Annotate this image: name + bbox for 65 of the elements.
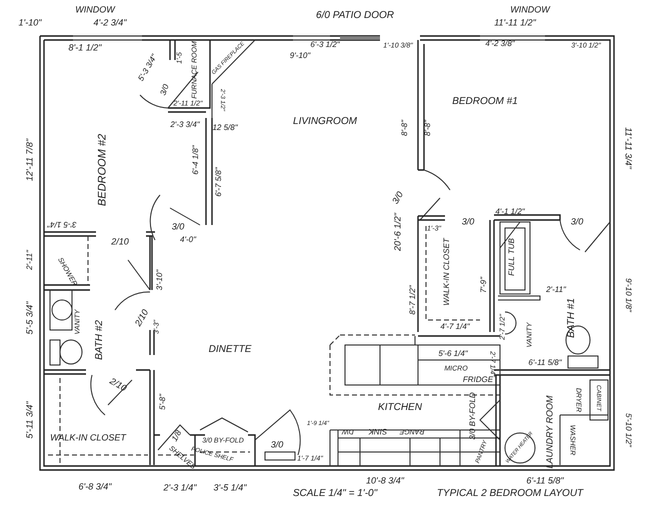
- door-label: 2/10: [108, 376, 128, 394]
- dimension-label: 4'-2 3/4": [94, 18, 126, 28]
- room-label: BEDROOM #1: [452, 97, 518, 107]
- dimension-label: 5'-5 3/4": [26, 302, 34, 334]
- dimension-label: 2'-11": [546, 286, 566, 294]
- dimension-label: 5'-10 1/2": [624, 413, 632, 447]
- door-label: 3/0: [159, 83, 171, 97]
- dimension-label: 6'-11 5/8": [528, 359, 562, 367]
- appliance-label: FRIDGE: [462, 376, 494, 384]
- dimension-label: 3'-5 1/4": [47, 220, 77, 228]
- door-label: 3/0: [172, 222, 184, 232]
- dimension-label: 3'-10": [156, 270, 164, 290]
- dimension-label: 6'-8 3/4": [78, 482, 112, 492]
- dimension-label: 4'-0": [180, 236, 196, 244]
- room-label: BATH #1: [567, 298, 577, 338]
- door-label: 6/0 PATIO DOOR: [316, 11, 394, 21]
- dimension-label: 8'-8": [401, 120, 409, 136]
- door-label: 3/0: [270, 440, 284, 450]
- dimension-label: 4'-7 1/4": [440, 323, 470, 331]
- room-label: BEDROOM #2: [98, 134, 108, 206]
- dimension-label: 8'-8": [424, 120, 432, 136]
- dimension-label: 8'-7 1/2": [409, 285, 417, 315]
- window-label: WINDOW: [510, 6, 550, 14]
- dimension-label: 12 5/8": [212, 124, 238, 132]
- dimension-label: 2'-3 3/4": [170, 121, 200, 129]
- room-label: DINETTE: [208, 345, 252, 355]
- fixture-label: FULL TUB: [508, 238, 516, 276]
- dimension-label: 2'-3 1/4": [164, 484, 196, 492]
- door-label: 2/10: [111, 238, 129, 246]
- door-label: 3/0: [462, 218, 474, 226]
- room-label: LAUNDRY ROOM: [546, 396, 554, 468]
- dimension-label: 9'-10": [290, 52, 310, 60]
- dimension-label: 11'-11 3/4": [624, 127, 632, 169]
- room-label: BATH #2: [95, 320, 105, 360]
- room-label: WALK-IN CLOSET: [50, 434, 126, 442]
- dimension-label: 6'-7 5/8": [215, 167, 223, 197]
- dimension-label: 12'-11 7/8": [26, 138, 34, 182]
- dimension-label: 4'-2 3/8": [485, 40, 515, 48]
- dimension-label: 3'-5 1/4": [214, 484, 246, 492]
- dimension-label: 5'-8": [159, 394, 167, 410]
- door-label: 1/8: [170, 429, 184, 443]
- room-label: LIVINGROOM: [293, 117, 357, 127]
- dimension-label: 6'-11 5/8": [526, 476, 564, 486]
- door-label: 3/0: [570, 218, 584, 226]
- fixture-label: SINK: [368, 427, 388, 435]
- dimension-label: 9'-10 1/8": [624, 278, 632, 312]
- dimension-label: 20'-6 1/2": [394, 213, 402, 251]
- room-label: KITCHEN: [378, 403, 422, 413]
- plan-caption: TYPICAL 2 BEDROOM LAYOUT: [436, 489, 584, 499]
- dimension-label: 5'-11 3/4": [26, 401, 34, 439]
- dimension-label: 1'-10": [18, 18, 42, 28]
- door-label: 3/0 BY-FOLD: [469, 392, 477, 440]
- dimension-label: 10'-8 3/4": [366, 476, 404, 486]
- dimension-label: 5'-6 1/4": [438, 350, 468, 358]
- door-label: 3/0: [390, 190, 406, 206]
- dimension-label: 11'-11 1/2": [494, 18, 536, 28]
- dimension-label: 7'-9": [480, 277, 488, 293]
- dimension-label: 6'-4 1/8": [192, 145, 200, 175]
- room-label: WALK-IN CLOSET: [443, 238, 451, 306]
- window-label: WINDOW: [75, 6, 115, 14]
- dimension-label: 2'-11": [26, 250, 34, 270]
- dimension-label: 4'-1 1/2": [495, 208, 525, 216]
- dimension-label: 8'-1 1/2": [68, 44, 102, 52]
- scale-note: SCALE 1/4" = 1'-0": [292, 489, 378, 499]
- dimension-label: 6'-3 1/2": [310, 41, 340, 49]
